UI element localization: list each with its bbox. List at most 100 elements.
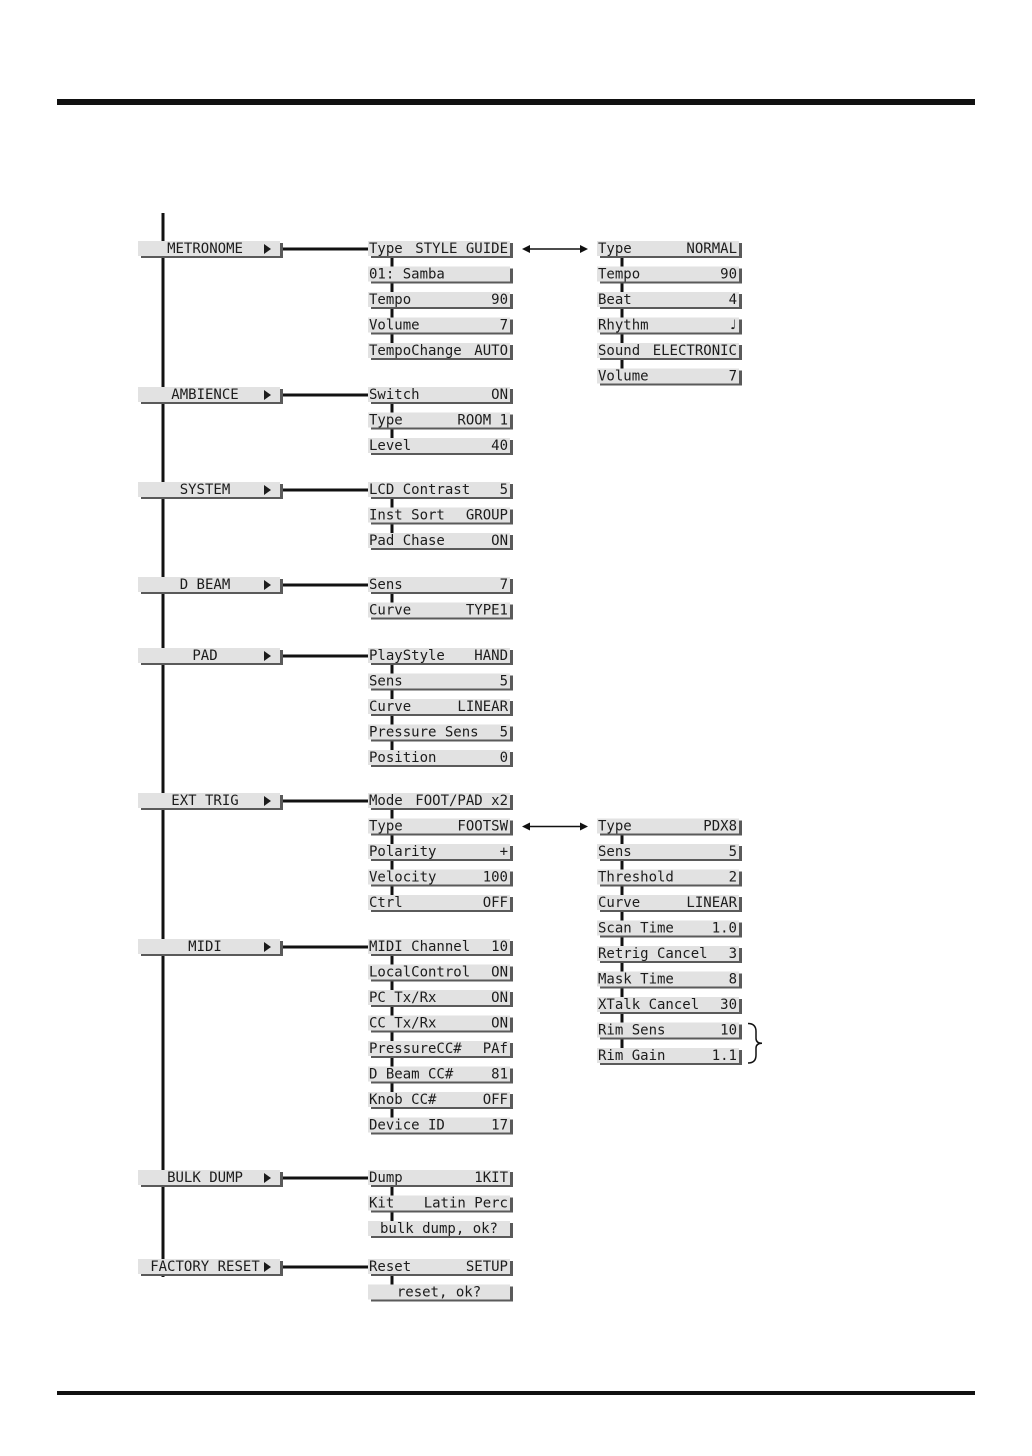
play-right-icon [264, 1173, 271, 1183]
menu-system-button[interactable]: SYSTEM [138, 482, 283, 499]
menu-midi-param-d-beam-cc-face [368, 1066, 510, 1082]
menu-ext-trig-sub-param-mask-time-face [597, 971, 739, 987]
play-right-icon [264, 485, 271, 495]
menu-factory-reset-param-reset-ok: reset, ok? [368, 1284, 513, 1302]
menu-pad-param-curve-value: LINEAR [457, 699, 508, 715]
play-right-icon [264, 651, 271, 661]
menu-ext-trig-sub-param-retrig-cancel-label: Retrig Cancel [598, 946, 708, 962]
menu-ext-trig-sub-param-mask-time-value: 8 [729, 972, 737, 988]
menu-bulk-dump-param-kit-face [368, 1195, 510, 1211]
menu-metronome-param-01-samba: 01: Samba [368, 266, 513, 284]
menu-ambience-button-face [138, 387, 280, 402]
menu-midi-param-knob-cc-label: Knob CC# [369, 1092, 437, 1108]
menu-ambience-param-switch-value: ON [491, 387, 508, 403]
menu-pad-param-sens-label: Sens [369, 674, 403, 690]
play-right-icon [264, 942, 271, 952]
menu-bulk-dump-param-dump-label: Dump [369, 1170, 403, 1186]
menu-ext-trig-sub-param-threshold-label: Threshold [598, 870, 674, 886]
menu-midi-param-d-beam-cc: D Beam CC#81 [368, 1066, 513, 1084]
menu-factory-reset-param-reset-label: Reset [369, 1259, 411, 1275]
menu-ambience-button[interactable]: AMBIENCE [138, 387, 283, 404]
play-right-icon [264, 244, 271, 254]
menu-ext-trig-sub-param-type-value: PDX8 [703, 819, 737, 835]
menu-midi-param-pressurecc-value: PAf [483, 1041, 508, 1057]
menu-ambience-param-switch-face [368, 387, 510, 402]
menu-metronome-sub-param-type-label: Type [598, 241, 632, 257]
menu-midi-button[interactable]: MIDI [138, 939, 283, 956]
menu-metronome-sub-param-volume-face [597, 368, 739, 384]
menu-system-button-face [138, 482, 280, 497]
menu-metronome-label: METRONOME [167, 241, 243, 257]
arrow-left-icon [522, 245, 530, 253]
menu-metronome-param-tempochange-value: AUTO [474, 343, 508, 359]
menu-ext-trig-param-type-label: Type [369, 819, 403, 835]
menu-pad-button[interactable]: PAD [138, 648, 283, 665]
menu-bulk-dump-button[interactable]: BULK DUMP [138, 1170, 283, 1187]
menu-system-param-lcd-contrast-face [368, 482, 510, 497]
menu-ext-trig-sub-param-scan-time-value: 1.0 [712, 921, 737, 937]
menu-ext-trig-button-face [138, 793, 280, 808]
menu-metronome-param-tempochange-label: TempoChange [369, 343, 462, 359]
arrow-left-icon [522, 822, 530, 831]
top-rule [57, 99, 975, 105]
menu-metronome-param-01-samba-face [368, 266, 510, 282]
menu-midi-param-localcontrol-value: ON [491, 965, 508, 981]
menu-ext-trig-param-type-face [368, 818, 510, 834]
menu-metronome-sub-param-type-face [597, 241, 739, 256]
arrow-right-icon [580, 245, 588, 253]
menu-midi-param-d-beam-cc-label: D Beam CC# [369, 1067, 454, 1083]
menu-ext-trig-sub-param-type-label: Type [598, 819, 632, 835]
menu-ambience-param-level-value: 40 [491, 438, 508, 454]
menu-ambience-param-type-label: Type [369, 413, 403, 429]
menu-ext-trig-button[interactable]: EXT TRIG [138, 793, 283, 810]
menu-midi-label: MIDI [188, 939, 222, 955]
menu-metronome-param-volume-face [368, 317, 510, 333]
menu-ext-trig-sub-param-retrig-cancel-value: 3 [729, 946, 737, 962]
menu-factory-reset-button-face [138, 1259, 280, 1274]
menu-ambience-param-type-face [368, 412, 510, 428]
menu-d-beam-button[interactable]: D BEAM [138, 577, 283, 594]
menu-metronome-sub-param-beat-value: 4 [729, 292, 737, 308]
menu-d-beam-button-face [138, 577, 280, 592]
menu-ext-trig-sub-param-xtalk-cancel-label: XTalk Cancel [598, 997, 699, 1013]
menu-pad-param-playstyle-label: PlayStyle [369, 648, 445, 664]
menu-ambience-param-switch-label: Switch [369, 387, 420, 403]
menu-metronome-sub-param-beat-face [597, 292, 739, 307]
menu-ext-trig-param-ctrl-value: OFF [483, 895, 508, 911]
menu-metronome-button[interactable]: METRONOME [138, 241, 283, 258]
menu-system-param-lcd-contrast-value: 5 [500, 482, 508, 498]
menu-midi-param-pressurecc-label: PressureCC# [369, 1041, 462, 1057]
menu-midi-button-face [138, 939, 280, 954]
menu-factory-reset-param-reset-ok-face [368, 1284, 510, 1300]
menu-metronome-param-01-samba-label: 01: Samba [369, 267, 445, 283]
menu-midi-param-pc-tx-rx-face [368, 990, 510, 1005]
menu-pad-param-pressure-sens-value: 5 [500, 725, 508, 741]
menu-metronome-sub-param-sound-face [597, 343, 739, 358]
menu-metronome-sub-param-sound-label: Sound [598, 343, 640, 359]
menu-bulk-dump-label: BULK DUMP [167, 1170, 243, 1186]
menu-d-beam-param-sens-face [368, 577, 510, 592]
menu-pad-param-curve-face [368, 699, 510, 714]
menu-factory-reset-button[interactable]: FACTORY RESET [138, 1259, 283, 1276]
menu-ext-trig-sub-param-threshold-face [597, 869, 739, 885]
menu-factory-reset-param-reset-ok-text: reset, ok? [397, 1285, 481, 1301]
menu-ext-trig-label: EXT TRIG [171, 793, 238, 809]
menu-d-beam-param-sens-label: Sens [369, 577, 403, 593]
